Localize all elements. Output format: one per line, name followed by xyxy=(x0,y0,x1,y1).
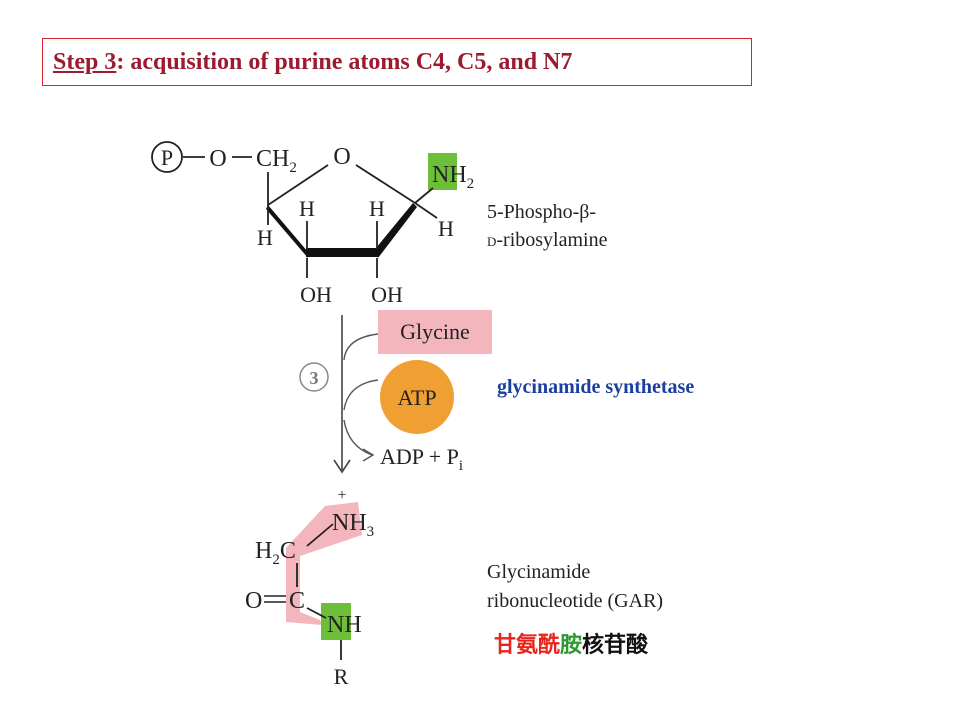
h-right-label: H xyxy=(438,216,454,241)
oh1-label: OH xyxy=(300,282,332,307)
h2c-label: H2C xyxy=(255,538,296,568)
curve-glycine xyxy=(343,333,379,361)
carbonyl-c-label: C xyxy=(289,588,305,614)
h-ring2-label: H xyxy=(369,196,385,221)
step-number: 3 xyxy=(310,368,319,388)
phosphate-label: P xyxy=(161,145,173,170)
nh-highlight xyxy=(321,603,351,640)
curve-atp xyxy=(343,379,379,411)
ch2-label: CH2 xyxy=(256,146,297,176)
bond-c-nh xyxy=(306,607,327,619)
carbonyl-o-label: O xyxy=(245,588,262,614)
h-ring1-label: H xyxy=(299,196,315,221)
chinese-name-black: 核苷酸 xyxy=(582,633,649,658)
main-arrow-head xyxy=(333,459,351,474)
chinese-name: 甘氨酰胺核苷酸 xyxy=(494,627,648,659)
wedge-bottom xyxy=(306,248,378,257)
curve-adp xyxy=(343,419,373,456)
bond-c4-o xyxy=(267,164,329,206)
atp-label: ATP xyxy=(397,385,436,410)
title-text: : acquisition of purine atoms C4, C5, an… xyxy=(116,48,573,75)
nh3-label: NH3 xyxy=(332,510,374,540)
nh2-label: NH2 xyxy=(432,162,474,192)
nh2-highlight xyxy=(428,153,457,190)
top-name-line2: D-ribosylamine xyxy=(487,229,608,251)
wedge-left xyxy=(266,205,308,258)
phosphate-circle xyxy=(151,141,183,173)
enzyme-label: glycinamide synthetase xyxy=(497,376,695,398)
step-number-circle xyxy=(299,362,329,392)
bond-c1-h xyxy=(414,202,438,219)
bond-c-n3 xyxy=(306,523,334,547)
gly-highlight xyxy=(286,502,362,625)
bottom-name-line2: ribonucleotide (GAR) xyxy=(487,590,663,612)
top-name-line1: 5-Phospho-β- xyxy=(487,201,596,223)
curve-adp-head xyxy=(362,448,375,462)
title-box: Step 3: acquisition of purine atoms C4, … xyxy=(42,38,752,86)
nh-label: NH xyxy=(327,612,362,638)
glycine-label: Glycine xyxy=(400,319,470,344)
chinese-name-red: 甘氨酰 xyxy=(494,633,561,658)
bond-o-c1 xyxy=(355,164,416,204)
atp-circle xyxy=(380,360,454,434)
ring-o-label: O xyxy=(333,144,350,170)
bond-c1-n xyxy=(414,187,434,204)
chinese-name-green: 胺 xyxy=(560,633,583,658)
h-left-label: H xyxy=(257,225,273,250)
products-label: ADP + Pi xyxy=(380,444,463,474)
oh2-label: OH xyxy=(371,282,403,307)
plus-label: + xyxy=(337,487,346,504)
bottom-name-line1: Glycinamide xyxy=(487,561,590,583)
r-label: R xyxy=(334,664,349,689)
title-step: Step 3 xyxy=(53,48,117,75)
o-link-label: O xyxy=(209,146,226,172)
wedge-right xyxy=(376,203,417,258)
glycine-highlight xyxy=(378,310,492,354)
